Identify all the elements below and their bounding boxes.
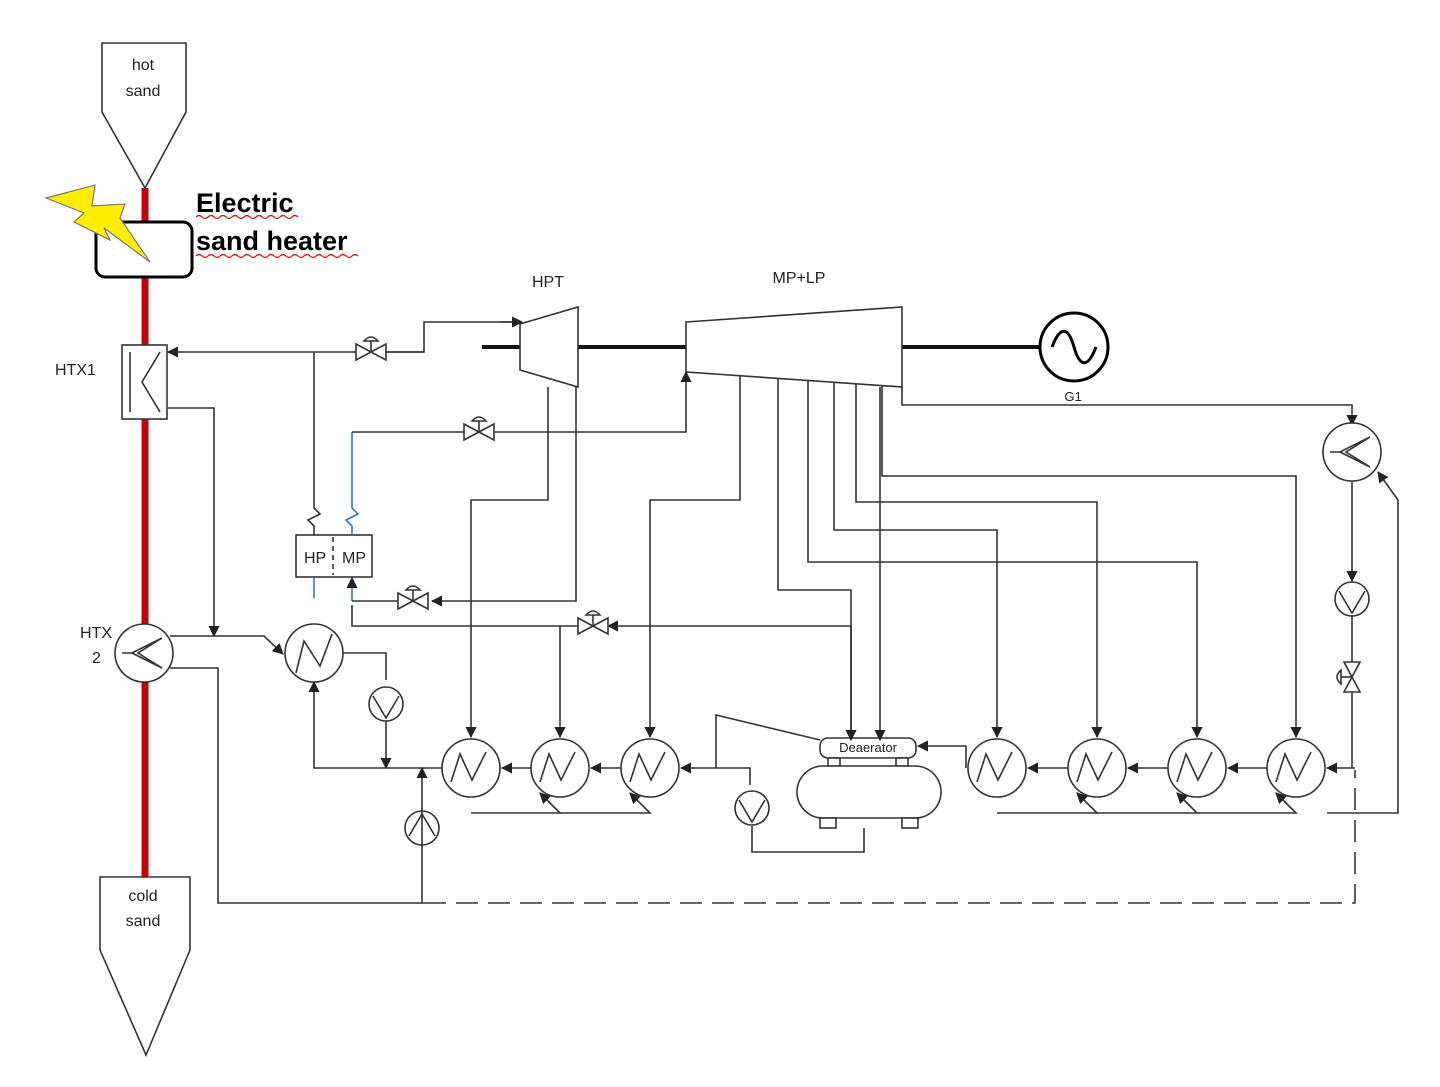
cold-sand-silo: cold sand (99, 876, 191, 1058)
hp-feedwater-heater-3 (620, 738, 680, 798)
pump-2 (734, 790, 770, 826)
reheater-box: HP MP (295, 534, 373, 578)
htx2-to-heater (170, 635, 284, 655)
htx1-outlet (168, 407, 220, 638)
deaerator: Deaerator (796, 737, 942, 829)
htx2-label-1: HTX (80, 625, 112, 642)
deaerator-label: Deaerator (839, 740, 897, 755)
electric-sand-heater: Electric sand heater (44, 184, 359, 279)
hot-sand-silo: hot sand (101, 42, 187, 190)
mp-lp-turbine: MP+LP (685, 270, 903, 388)
htx2-label-2: 2 (92, 650, 101, 667)
hp-feedwater-heater-1 (441, 738, 501, 798)
hot-sand-label-2: sand (126, 83, 161, 100)
steam-valve-1 (355, 336, 387, 362)
hp-reheat-line (306, 352, 322, 535)
dashed-return (424, 770, 1356, 904)
htx2-heat-exchanger: HTX 2 (80, 623, 174, 683)
steam-valve-4 (577, 610, 609, 636)
htx1-label: HTX1 (55, 362, 96, 379)
condensate-valve (1336, 661, 1362, 693)
lp-feedwater-heater-2 (1067, 738, 1127, 798)
htx1-heat-exchanger: HTX1 (55, 344, 168, 420)
condenser (1322, 422, 1382, 482)
hp-feedwater-heater-2 (530, 738, 590, 798)
reheat-heat-exchanger (284, 623, 344, 683)
lp-feedwater-heater-1 (967, 738, 1027, 798)
lp-feedwater-heater-3 (1167, 738, 1227, 798)
generator-label: G1 (1064, 389, 1081, 404)
mplp-label: MP+LP (773, 270, 826, 287)
mp-reheat-line (344, 432, 360, 535)
heater-label-2: sand heater (196, 226, 348, 256)
main-steam-line (166, 316, 524, 358)
pump-1 (368, 686, 404, 722)
steam-valve-3 (397, 585, 429, 611)
generator: G1 (1038, 311, 1110, 404)
pump-4 (1334, 581, 1370, 617)
reheater-hp-label: HP (304, 550, 326, 567)
cold-sand-label-1: cold (128, 888, 157, 905)
ac-sine-icon (1050, 329, 1098, 365)
heater-label-1: Electric (196, 188, 294, 218)
cold-sand-label-2: sand (126, 913, 161, 930)
reheater-mp-label: MP (342, 550, 366, 567)
lp-feedwater-heater-4 (1266, 738, 1326, 798)
hot-sand-label-1: hot (132, 57, 155, 74)
hp-turbine: HPT (519, 274, 579, 389)
htx2-return (170, 667, 424, 904)
lightning-icon (44, 184, 151, 263)
hpt-label: HPT (532, 274, 564, 291)
steam-valve-2 (463, 416, 495, 442)
